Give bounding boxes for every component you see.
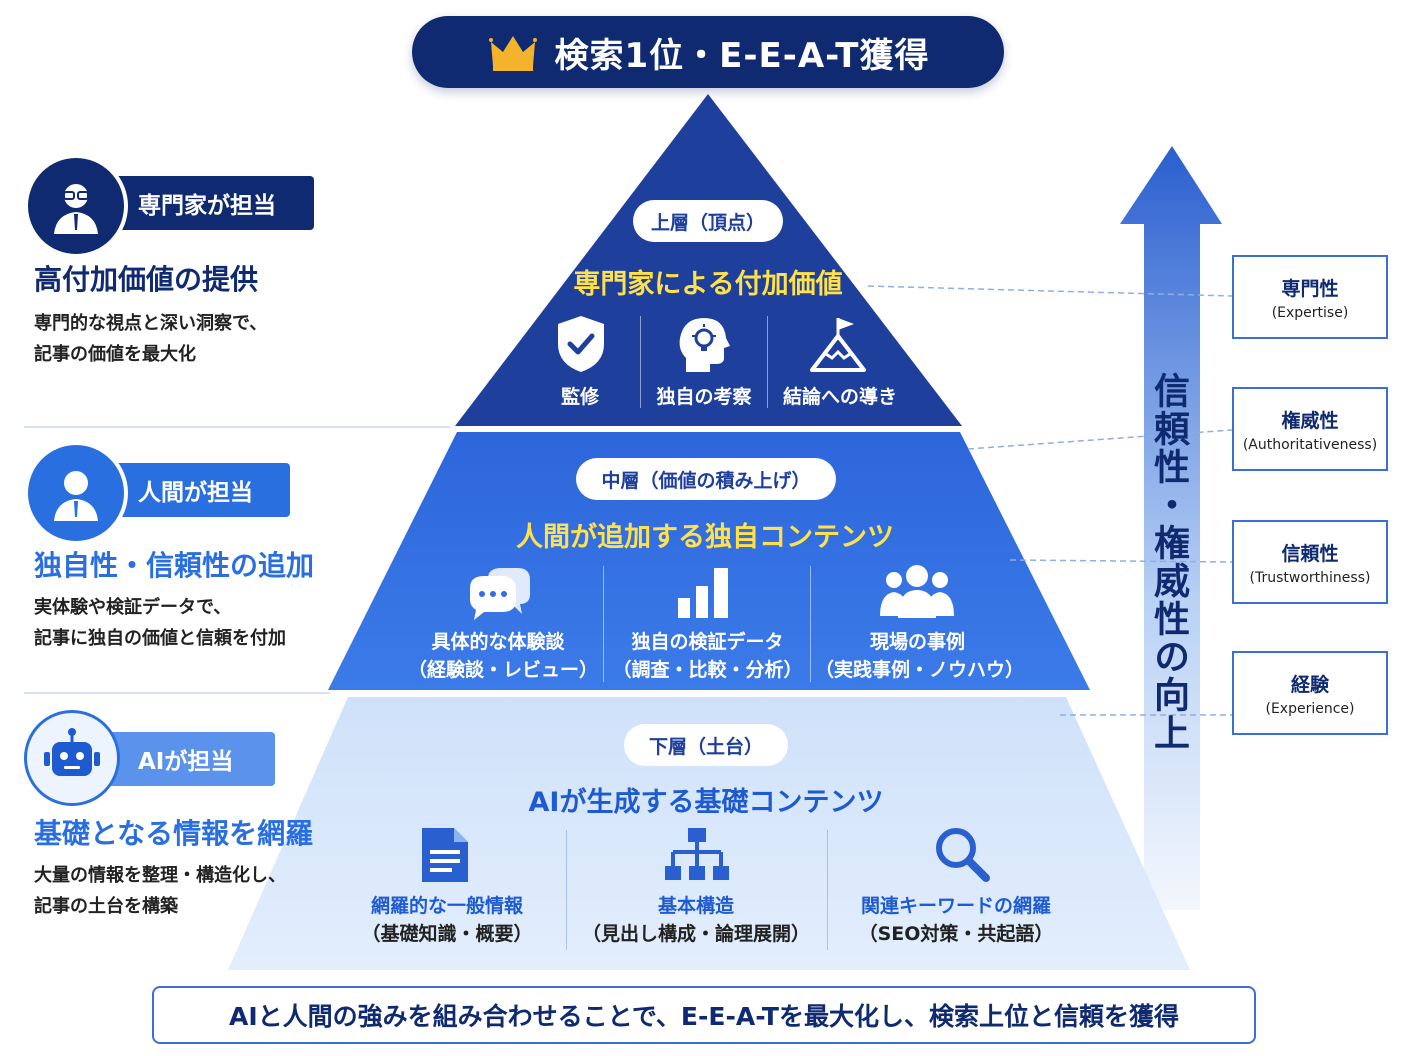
eeat-box-trustworthiness: 信頼性(Trustworthiness)	[1232, 520, 1388, 604]
divider	[767, 316, 768, 408]
item-label-related-keywords: 関連キーワードの網羅（SEO対策・共起語）	[858, 895, 1054, 945]
mountain-flag-icon	[808, 314, 868, 378]
page-title: 検索1位・E-E-A-T獲得	[554, 35, 930, 76]
layer-title-top: 専門家による付加価値	[573, 269, 843, 300]
sitemap-icon	[664, 826, 730, 888]
item-label-verification-data: 独自の検証データ（調査・比較・分析）	[612, 631, 803, 681]
group-icon	[878, 564, 956, 624]
role-desc-expert: 専門的な視点と深い洞察で、記事の価値を最大化	[34, 313, 268, 365]
role-heading-expert: 高付加価値の提供	[34, 263, 259, 296]
search-icon	[932, 824, 992, 888]
arrow-label: 信頼性・権威性の向上	[1148, 372, 1189, 752]
document-icon	[420, 826, 470, 888]
divider	[603, 566, 604, 682]
layer-title-bottom: AIが生成する基礎コンテンツ	[528, 787, 884, 818]
role-tag-ai: AIが担当	[100, 732, 275, 786]
item-label-general-info: 網羅的な一般情報（基礎知識・概要）	[361, 895, 533, 945]
connector-expertise	[867, 285, 1233, 297]
pyramid-base-layer	[228, 697, 1190, 970]
divider	[810, 566, 811, 682]
layer-pill-middle: 中層（価値の積み上げ）	[576, 458, 836, 500]
role-desc-ai: 大量の情報を整理・構造化し、記事の土台を構築	[34, 865, 286, 917]
robot-icon	[24, 710, 120, 806]
shield-check-icon	[554, 314, 608, 378]
divider	[640, 316, 641, 408]
item-label-experience-story: 具体的な体験談（経験談・レビュー）	[408, 631, 599, 681]
idea-head-icon	[676, 314, 732, 378]
layer-pill-top: 上層（頂点）	[633, 200, 783, 242]
person-avatar-icon	[24, 441, 128, 545]
role-tag-human: 人間が担当	[100, 463, 290, 517]
item-label-original-insight: 独自の考察	[656, 386, 752, 408]
eeat-box-expertise: 専門性(Expertise)	[1232, 255, 1388, 339]
item-label-guide-to-conclusion: 結論への導き	[782, 386, 897, 408]
connector-trustworthiness	[1009, 559, 1233, 563]
expert-avatar-icon	[24, 154, 128, 258]
divider	[566, 830, 567, 950]
layer-pill-bottom: 下層（土台）	[624, 724, 788, 766]
upward-arrow	[1120, 146, 1222, 910]
eeat-box-experience: 経験(Experience)	[1232, 651, 1388, 735]
divider	[827, 830, 828, 950]
role-desc-human: 実体験や検証データで、記事に独自の価値と信頼を付加	[34, 597, 286, 649]
role-heading-human: 独自性・信頼性の追加	[34, 549, 315, 582]
item-label-basic-structure: 基本構造（見出し構成・論理展開）	[582, 895, 811, 945]
eeat-box-authoritativeness: 権威性(Authoritativeness)	[1232, 387, 1388, 471]
layer-title-middle: 人間が追加する独自コンテンツ	[516, 522, 894, 553]
crown-icon	[488, 36, 537, 71]
chat-bubbles-icon	[466, 566, 532, 626]
role-heading-ai: 基礎となる情報を網羅	[34, 817, 314, 850]
title-banner: 検索1位・E-E-A-T獲得	[412, 16, 1004, 88]
connector-authoritativeness	[967, 429, 1233, 450]
item-label-field-cases: 現場の事例（実践事例・ノウハウ）	[815, 631, 1025, 681]
pyramid-middle-layer	[328, 432, 1090, 690]
item-label-supervision: 監修	[560, 386, 599, 408]
summary-footer: AIと人間の強みを組み合わせることで、E-E-A-Tを最大化し、検索上位と信頼を…	[152, 986, 1256, 1044]
bar-chart-icon	[676, 564, 736, 624]
role-tag-expert: 専門家が担当	[100, 176, 314, 230]
